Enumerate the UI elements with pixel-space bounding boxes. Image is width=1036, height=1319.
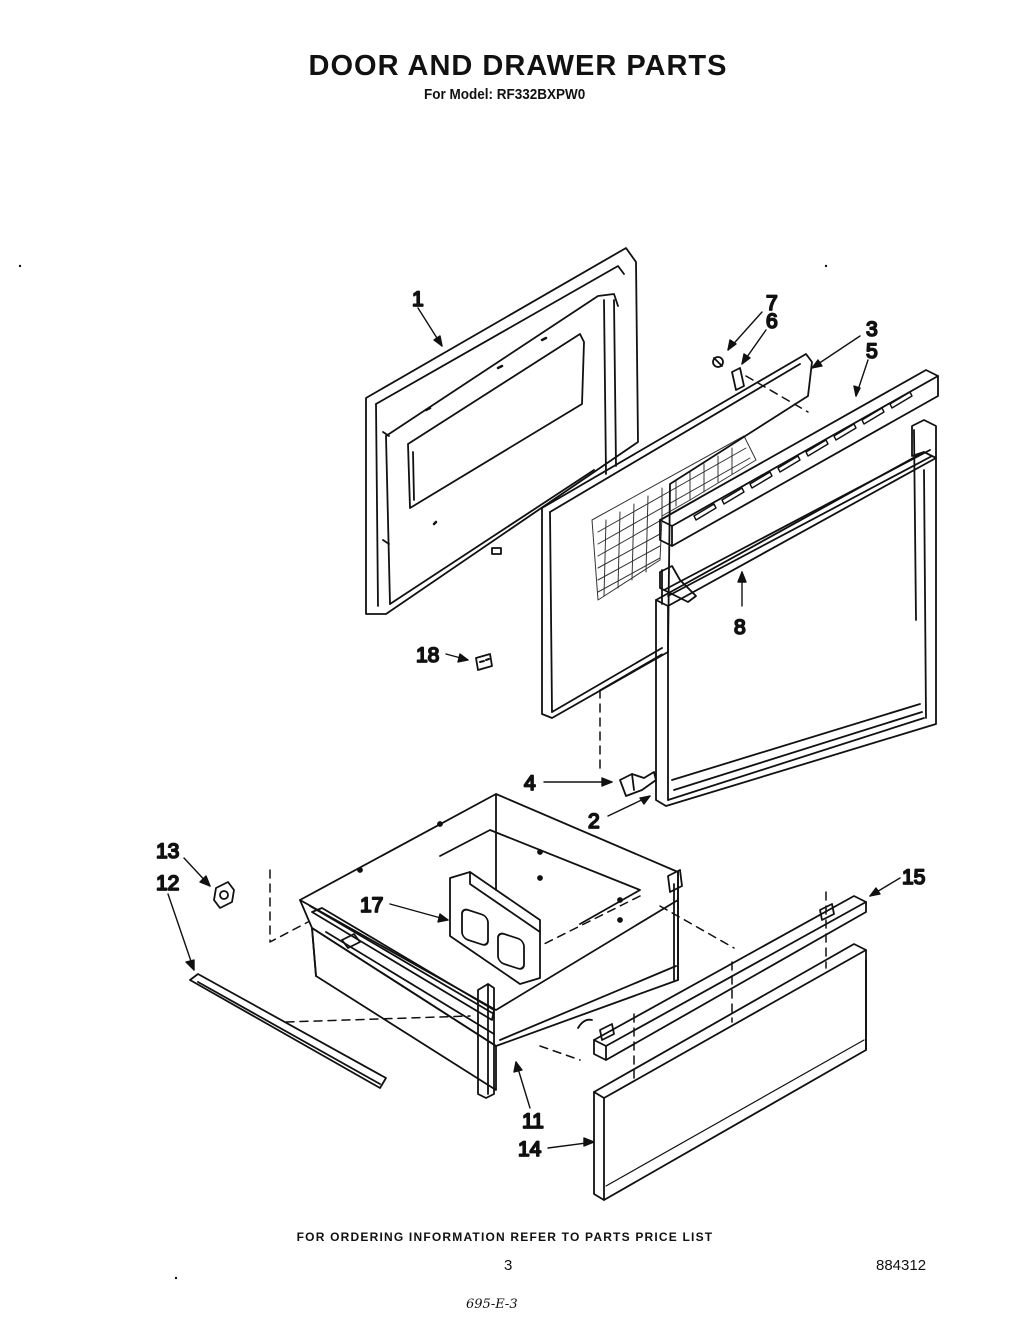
small-bracket [475, 653, 493, 671]
callout-4: 4 [524, 772, 536, 795]
page-title: DOOR AND DRAWER PARTS [308, 50, 728, 82]
callout-12: 12 [156, 872, 179, 895]
callout-13: 13 [156, 840, 179, 863]
model-subtitle: For Model: RF332BXPW0 [424, 86, 586, 103]
door-frame [655, 419, 937, 807]
drawer-roller [213, 881, 235, 909]
callout-14: 14 [518, 1138, 542, 1161]
door-glass-panel [541, 353, 813, 719]
hinge-rod [659, 449, 933, 605]
document-number: 884312 [876, 1257, 927, 1274]
vent-trim-strip [659, 369, 939, 547]
outer-door-panel [365, 247, 639, 615]
callout-5: 5 [866, 340, 878, 363]
drawer-rail [189, 973, 387, 1089]
drawer-trim-rail [593, 895, 867, 1061]
callout-6: 6 [766, 310, 778, 333]
drawer-body [299, 793, 683, 1099]
screw [712, 356, 724, 368]
handwritten-reference: 695-E-3 [466, 1297, 518, 1312]
callout-15: 15 [902, 866, 925, 889]
callout-11: 11 [522, 1110, 544, 1133]
callout-7: 7 [766, 292, 778, 315]
callout-17: 17 [360, 894, 383, 917]
callout-1: 1 [412, 288, 424, 311]
door-hinge [619, 771, 657, 797]
scan-specks [18, 264, 828, 1280]
assembly-lines [269, 375, 827, 1081]
callout-2: 2 [588, 810, 600, 833]
page-number: 3 [504, 1257, 513, 1274]
leader-arrows [167, 307, 901, 1149]
callout-3: 3 [866, 318, 878, 341]
callout-18: 18 [416, 644, 439, 667]
ordering-info-note: FOR ORDERING INFORMATION REFER TO PARTS … [296, 1230, 714, 1244]
callout-labels: 1 2 3 4 5 6 7 8 11 12 13 14 15 17 18 [155, 287, 926, 1162]
drawer-front-panel [593, 943, 867, 1201]
drawer-bracket [449, 871, 541, 985]
callout-8: 8 [734, 616, 746, 639]
door-clip [731, 367, 745, 391]
